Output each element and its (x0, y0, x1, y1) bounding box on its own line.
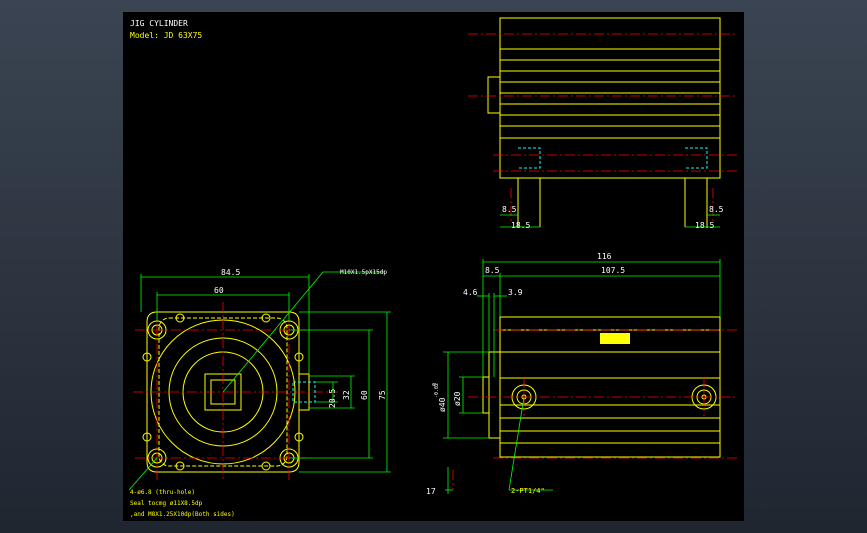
note-line-3: ,and M8X1.25X10dp(Both sides) (130, 511, 235, 518)
front-view-ports (292, 381, 316, 403)
drawing-canvas: JIG CYLINDER Model: JD 63X75 8.5 (128, 17, 738, 518)
top-view-centerlines (468, 33, 738, 224)
top-view-dims (500, 214, 720, 228)
dim-front-overall-height: 75 (378, 390, 387, 400)
dim-top-right-small: 8.5 (709, 205, 724, 214)
dim-front-hole-pitch: 60 (214, 286, 224, 295)
dim-top-right-large: 18.5 (695, 221, 714, 230)
dim-front-hole-pitch-v: 60 (360, 390, 369, 400)
top-view (487, 17, 721, 227)
side-view (482, 316, 721, 458)
dim-side-front: 8.5 (485, 266, 500, 275)
port-note: 2-PT1/4" (511, 487, 545, 495)
top-view-hidden (518, 147, 708, 169)
dim-top-left-small: 8.5 (502, 205, 517, 214)
dim-side-rod-tol2: 0 (432, 383, 438, 386)
cad-viewport[interactable]: JIG CYLINDER Model: JD 63X75 8.5 (123, 12, 744, 521)
dim-front-port-2: 32 (342, 390, 351, 400)
dim-top-left-large: 18.5 (511, 221, 530, 230)
dim-side-rod-1: 4.6 (463, 288, 478, 297)
dim-side-total-length: 116 (597, 252, 612, 261)
dim-front-port-1: 20.5 (328, 389, 337, 408)
side-view-dims (443, 259, 721, 494)
dim-side-boss-dia: ø20 (453, 391, 462, 406)
front-view-dims (128, 271, 391, 491)
drawing-title: JIG CYLINDER (130, 19, 188, 28)
side-view-centerlines (452, 329, 738, 490)
dim-side-rod-tol: -0.02 (434, 383, 440, 398)
dim-side-port-offset: 17 (426, 487, 436, 496)
note-line-2: Seal tocmg ø11X8.5dp (130, 500, 203, 507)
thread-note: M10X1.5pX15dp (340, 269, 387, 276)
model-label: Model: JD 63X75 (130, 31, 202, 40)
dim-side-rod-dia: ø40 (438, 397, 447, 412)
dim-side-rod-2: 3.9 (508, 288, 523, 297)
note-line-1: 4-ø6.8 (thru-hole) (130, 489, 195, 496)
nameplate (600, 333, 630, 344)
dim-front-overall-width: 84.5 (221, 268, 240, 277)
dim-side-body: 107.5 (601, 266, 625, 275)
